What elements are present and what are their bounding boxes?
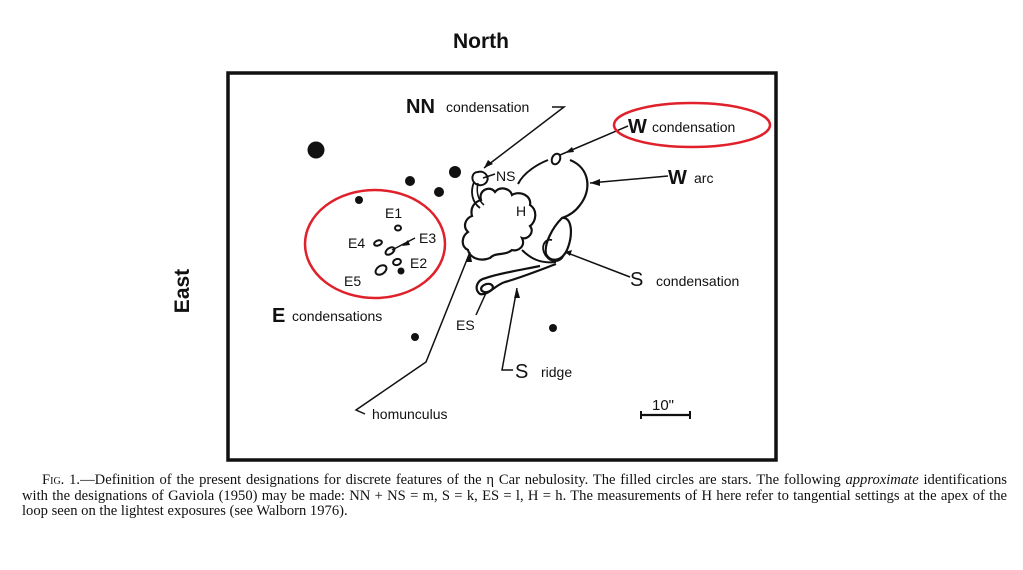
stars (307, 141, 557, 341)
s-ridge-big-label: S (515, 361, 528, 383)
s-ridge-label: ridge (541, 364, 572, 380)
e-highlight-ellipse (303, 188, 447, 300)
arrowhead-icon (484, 160, 493, 168)
star (411, 333, 419, 341)
arrowhead-icon (565, 250, 572, 256)
star (405, 176, 415, 186)
w-arc-label: arc (694, 170, 713, 186)
star (397, 267, 405, 275)
w-condensation-knot (550, 152, 562, 166)
e-condensations-big-label: E (272, 305, 285, 327)
e1-label: E1 (385, 205, 402, 221)
e5-knot (374, 264, 388, 276)
e4-knot (373, 239, 383, 247)
e2-label: E2 (410, 255, 427, 271)
arrowheads (466, 147, 600, 298)
w-highlight-ellipse (612, 101, 772, 149)
w-arc-big-label: W (668, 167, 687, 189)
s-condensation-inner (542, 238, 565, 262)
s-condensation-loop (544, 216, 572, 261)
star (434, 187, 444, 197)
es-pointer-line (475, 292, 487, 316)
e3-knot (384, 246, 396, 256)
star (549, 324, 557, 332)
arrowhead-icon (402, 240, 410, 246)
e4-label: E4 (348, 235, 365, 251)
homunculus-label: homunculus (372, 406, 448, 422)
figure-number: Fig. 1. (42, 472, 81, 488)
arrowhead-icon (466, 252, 472, 262)
e2-knot (392, 257, 402, 267)
figure-frame (226, 71, 778, 462)
caption-italic: approximate (845, 472, 919, 488)
north-label: North (453, 30, 509, 53)
h-label: H (516, 203, 526, 219)
ns-pointer (482, 173, 496, 179)
nn-pointer-line (483, 106, 567, 169)
w-arc (561, 158, 589, 220)
es-knot (480, 282, 494, 294)
arrowhead-icon (514, 288, 520, 298)
star (355, 196, 363, 204)
e3-label: E3 (419, 230, 436, 246)
e3-pointer (391, 237, 416, 251)
s-ridge-pointer-line (501, 287, 518, 371)
e-condensations (373, 224, 402, 276)
homunculus-outline (461, 187, 537, 261)
w-condensation-big-label: W (628, 116, 647, 138)
es-label: ES (456, 317, 475, 333)
nn-label: NN (406, 96, 435, 118)
ns-label: NS (496, 168, 515, 184)
w-condensation-label: condensation (652, 119, 735, 135)
homunculus-pointer-line (354, 251, 471, 415)
nn-condensation-label: condensation (446, 99, 529, 115)
e5-label: E5 (344, 273, 361, 289)
e1-knot (394, 224, 402, 232)
s-link (521, 249, 557, 264)
e-condensations-label: condensations (292, 308, 382, 324)
star (307, 141, 325, 159)
caption-text-2: identifications with the designations of… (22, 472, 1007, 519)
arrowhead-icon (590, 179, 600, 186)
s-condensation-pointer-line (564, 251, 631, 278)
arrowhead-icon (565, 147, 574, 153)
s-ridge-outline (475, 262, 557, 296)
figure-caption: Fig. 1.—Definition of the present design… (22, 472, 1007, 520)
s-condensation-label: condensation (656, 273, 739, 289)
ns-stem (471, 181, 481, 209)
s-condensation-big-label: S (630, 269, 643, 291)
ns-stem-inner (476, 182, 485, 206)
eta-car-nebulosity-diagram: NN condensation W condensation W arc NS … (226, 71, 778, 462)
scale-label: 10" (652, 397, 674, 414)
star (449, 166, 461, 178)
w-arc-pointer-line (589, 175, 669, 184)
ns-knot (471, 170, 489, 187)
pointer-lines (354, 106, 669, 415)
caption-text-1: —Definition of the present designations … (80, 472, 846, 488)
w-arc-upper (517, 159, 549, 185)
